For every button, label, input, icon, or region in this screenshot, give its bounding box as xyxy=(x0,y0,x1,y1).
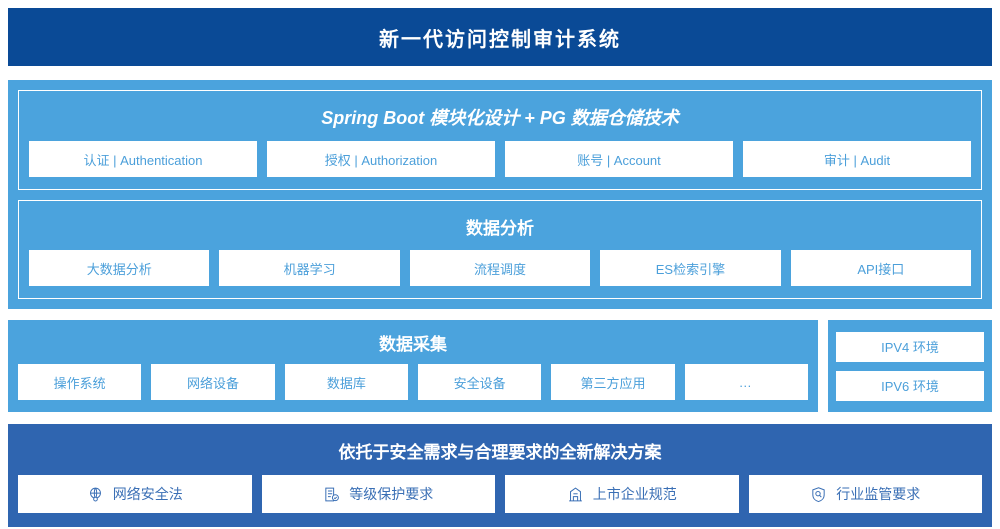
collection-card[interactable]: 第三方应用 xyxy=(551,364,675,400)
platform-card[interactable]: 授权 | Authorization xyxy=(267,141,495,177)
collection-card[interactable]: 数据库 xyxy=(284,364,408,400)
analysis-card[interactable]: 流程调度 xyxy=(409,250,591,286)
compliance-card-listed-enterprise[interactable]: 上市企业规范 xyxy=(505,475,739,513)
analysis-card[interactable]: ES检索引擎 xyxy=(600,250,781,286)
environment-panel: IPV4 环境 IPV6 环境 xyxy=(828,320,992,412)
compliance-card-industry-regulation[interactable]: 行业监管要求 xyxy=(748,475,982,513)
compliance-title: 依托于安全需求与合理要求的全新解决方案 xyxy=(338,443,662,462)
platform-card[interactable]: 认证 | Authentication xyxy=(29,141,257,177)
compliance-card-label: 等级保护要求 xyxy=(349,486,434,502)
collection-card[interactable]: 操作系统 xyxy=(18,364,142,400)
analysis-card[interactable]: API接口 xyxy=(790,250,972,286)
compliance-card-row: 网络安全法 等级保护要求 xyxy=(18,475,982,513)
analysis-card[interactable]: 大数据分析 xyxy=(29,250,210,286)
analysis-title: 数据分析 xyxy=(466,219,534,238)
platform-title: Spring Boot 模块化设计 + PG 数据仓储技术 xyxy=(321,108,679,128)
compliance-card-cybersecurity-law[interactable]: 网络安全法 xyxy=(18,475,252,513)
collection-row: 数据采集 操作系统 网络设备 数据库 安全设备 第三方应用 … IPV4 环境 … xyxy=(8,320,992,412)
header-banner: 新一代访问控制审计系统 xyxy=(8,8,992,66)
environment-card-ipv4[interactable]: IPV4 环境 xyxy=(836,331,984,362)
analysis-card-row: 大数据分析 机器学习 流程调度 ES检索引擎 API接口 xyxy=(29,250,972,286)
compliance-card-label: 网络安全法 xyxy=(112,486,183,502)
collection-card[interactable]: 网络设备 xyxy=(151,364,275,400)
collection-title: 数据采集 xyxy=(379,335,447,354)
collection-card-row: 操作系统 网络设备 数据库 安全设备 第三方应用 … xyxy=(18,364,808,400)
platform-card-row: 认证 | Authentication 授权 | Authorization 账… xyxy=(29,141,971,177)
shield-search-icon xyxy=(810,486,827,503)
document-check-icon xyxy=(323,486,340,503)
platform-card[interactable]: 审计 | Audit xyxy=(743,141,971,177)
globe-network-icon xyxy=(87,486,104,503)
environment-card-ipv6[interactable]: IPV6 环境 xyxy=(836,370,984,401)
platform-card[interactable]: 账号 | Account xyxy=(505,141,733,177)
platform-box: Spring Boot 模块化设计 + PG 数据仓储技术 认证 | Authe… xyxy=(18,90,982,190)
compliance-card-label: 上市企业规范 xyxy=(592,486,677,502)
page-title: 新一代访问控制审计系统 xyxy=(379,28,621,51)
compliance-card-label: 行业监管要求 xyxy=(836,486,921,502)
collection-card-more[interactable]: … xyxy=(684,364,808,400)
platform-analysis-panel: Spring Boot 模块化设计 + PG 数据仓储技术 认证 | Authe… xyxy=(8,80,992,309)
collection-panel: 数据采集 操作系统 网络设备 数据库 安全设备 第三方应用 … xyxy=(8,320,818,412)
analysis-card[interactable]: 机器学习 xyxy=(219,250,400,286)
compliance-card-grade-protection[interactable]: 等级保护要求 xyxy=(261,475,495,513)
analysis-box: 数据分析 大数据分析 机器学习 流程调度 ES检索引擎 API接口 xyxy=(18,200,982,299)
compliance-panel: 依托于安全需求与合理要求的全新解决方案 网络安全法 xyxy=(8,424,992,527)
bank-building-icon xyxy=(567,486,584,503)
collection-card[interactable]: 安全设备 xyxy=(417,364,542,400)
